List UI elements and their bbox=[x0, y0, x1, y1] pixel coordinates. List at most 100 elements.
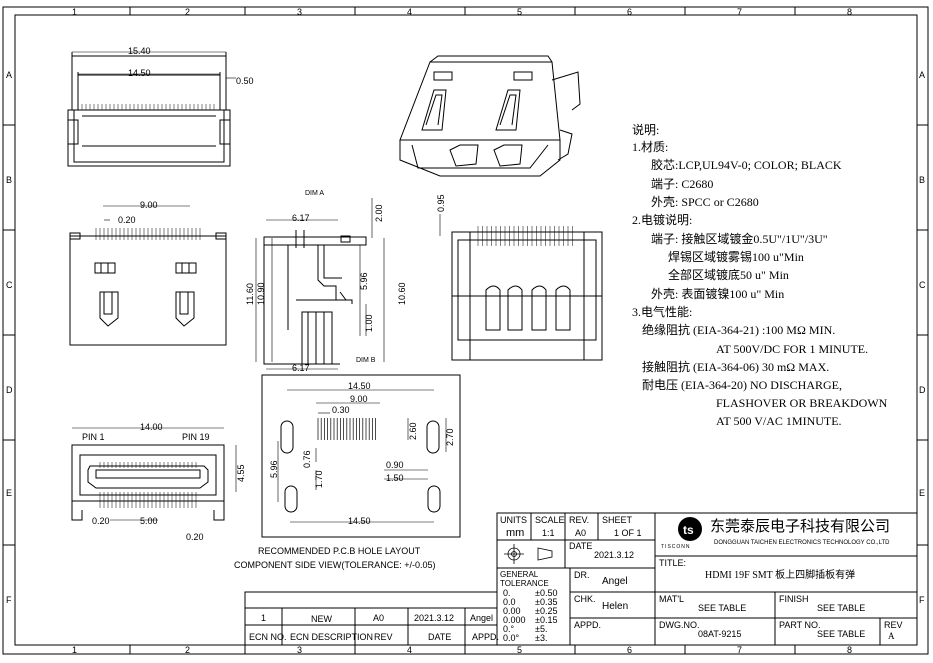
tolerance-row: 0.0±0.35 bbox=[503, 598, 557, 607]
partno-label: PART NO. bbox=[779, 620, 821, 630]
note-line: 3.电气性能: bbox=[632, 305, 693, 319]
title-value: HDMI 19F SMT 板上四脚插板有弹 bbox=[705, 570, 856, 581]
dim-label: 10.60 bbox=[397, 282, 407, 305]
dim-label: DIM A bbox=[305, 190, 325, 197]
revision-header-appd: APPD. bbox=[472, 632, 500, 642]
pin-label: PIN 19 bbox=[182, 432, 210, 442]
dim-label: 2.70 bbox=[445, 428, 455, 446]
dwg-label: DWG.NO. bbox=[659, 620, 700, 630]
dim-label: 1.00 bbox=[364, 314, 374, 332]
col-label: 6 bbox=[627, 645, 633, 655]
tolerance-value: ±3. bbox=[535, 633, 548, 643]
dim-label: 5.00 bbox=[140, 516, 158, 526]
note-line: 胶芯:LCP,UL94V-0; COLOR; BLACK bbox=[651, 158, 842, 172]
chk-label: CHK. bbox=[574, 594, 596, 604]
dim-label: 14.00 bbox=[140, 422, 163, 432]
tolerance-place: 0.000 bbox=[503, 615, 526, 625]
col-label: 6 bbox=[627, 7, 633, 17]
tolerance-row: 0.000±0.15 bbox=[503, 615, 557, 625]
sheet-label: SHEET bbox=[602, 515, 633, 525]
dim-label: 0.95 bbox=[436, 194, 446, 212]
row-label: E bbox=[6, 488, 13, 498]
row-label: F bbox=[919, 595, 925, 605]
company-name-cn: 东莞泰辰电子科技有限公司 bbox=[710, 518, 891, 535]
dim-label: 0.20 bbox=[118, 215, 136, 225]
col-label: 1 bbox=[72, 7, 78, 17]
dim-label: 6.17 bbox=[292, 363, 310, 373]
tolerance-value: ±0.50 bbox=[535, 588, 558, 598]
appd-label: APPD. bbox=[574, 620, 602, 630]
dim-label: 6.17 bbox=[292, 213, 310, 223]
note-line: AT 500V/DC FOR 1 MINUTE. bbox=[716, 342, 869, 356]
note-line: 全部区域镀底50 u" Min bbox=[668, 268, 789, 282]
revision-header-rev: REV bbox=[374, 632, 393, 642]
tolerance-value: ±5. bbox=[535, 624, 548, 634]
col-label: 7 bbox=[737, 645, 743, 655]
matl-value: SEE TABLE bbox=[698, 603, 747, 613]
note-line: 外壳: SPCC or C2680 bbox=[651, 195, 759, 209]
svg-text:ts: ts bbox=[683, 523, 694, 537]
scale-value: 1:1 bbox=[542, 528, 555, 538]
tolerance-row: 0.0°±3. bbox=[503, 634, 547, 643]
col-label: 3 bbox=[297, 645, 303, 655]
side-view bbox=[263, 230, 367, 365]
col-label: 7 bbox=[737, 7, 743, 17]
dim-label: 5.96 bbox=[359, 272, 369, 290]
note-line: 绝缘阻抗 (EIA-364-21) :100 MΩ MIN. bbox=[642, 323, 836, 337]
date-value: 2021.3.12 bbox=[594, 550, 635, 560]
pcb-caption-line2: COMPONENT SIDE VIEW(TOLERANCE: +/-0.05) bbox=[234, 560, 436, 570]
dimension-lines bbox=[72, 51, 447, 523]
front-view-pins bbox=[95, 228, 201, 240]
isometric-view bbox=[399, 55, 581, 177]
company-name-en: DONGGUAN TAICHEN ELECTRONICS TECHNOLOGY … bbox=[714, 540, 890, 546]
dim-label: 5.96 bbox=[269, 460, 279, 478]
tolerance-value: ±0.25 bbox=[535, 606, 558, 616]
note-line: 2.电镀说明: bbox=[632, 213, 693, 227]
row-label: A bbox=[6, 70, 13, 80]
revision-description: NEW bbox=[311, 614, 332, 624]
tolerance-place: 0.° bbox=[503, 624, 515, 634]
tolerance-row: 0.° ±5. bbox=[503, 624, 547, 634]
row-label: B bbox=[6, 175, 13, 185]
dim-label: 14.50 bbox=[348, 516, 371, 526]
revision-header-ecn-no: ECN NO. bbox=[249, 632, 287, 642]
dim-label: 9.00 bbox=[140, 200, 158, 210]
note-line: 端子: 接触区域镀金0.5U"/1U"/3U" bbox=[651, 232, 828, 246]
pin-label: PIN 1 bbox=[82, 432, 105, 442]
bottom-view bbox=[71, 444, 225, 521]
note-line: 耐电压 (EIA-364-20) NO DISCHARGE, bbox=[642, 378, 842, 392]
revision-rev: A0 bbox=[373, 613, 385, 623]
dim-label: 9.00 bbox=[350, 394, 368, 404]
rev2-label: REV bbox=[884, 620, 903, 630]
title-label: TITLE: bbox=[659, 558, 687, 568]
dim-label: 4.55 bbox=[236, 464, 246, 482]
chk-value: Helen bbox=[602, 601, 629, 612]
rev2-value: A bbox=[888, 631, 895, 641]
col-label: 4 bbox=[407, 7, 413, 17]
rev-label: REV. bbox=[569, 515, 590, 525]
pcb-pads bbox=[317, 418, 376, 440]
dim-label: 0.50 bbox=[236, 76, 254, 86]
note-line: FLASHOVER OR BREAKDOWN bbox=[716, 396, 888, 410]
back-view bbox=[451, 231, 603, 361]
revision-header-description: ECN DESCRIPTION bbox=[290, 632, 374, 642]
finish-value: SEE TABLE bbox=[817, 603, 866, 613]
tolerance-value: ±0.35 bbox=[535, 597, 558, 607]
col-label: 5 bbox=[517, 645, 523, 655]
revision-ecn-no: 1 bbox=[261, 613, 267, 623]
pcb-layout bbox=[261, 374, 461, 538]
dim-label: 0.20 bbox=[92, 516, 110, 526]
note-line: 端子: C2680 bbox=[651, 177, 714, 191]
col-label: 2 bbox=[185, 7, 191, 17]
tolerance-row: 0.±0.50 bbox=[503, 589, 557, 598]
row-label: D bbox=[919, 385, 926, 395]
units-label: UNITS bbox=[500, 515, 527, 525]
col-label: 4 bbox=[407, 645, 413, 655]
dim-label: 1.70 bbox=[314, 470, 324, 488]
dim-label: 14.50 bbox=[348, 381, 371, 391]
dim-label: 2.00 bbox=[374, 204, 384, 222]
back-view-pins bbox=[477, 226, 573, 246]
finish-label: FINISH bbox=[779, 594, 809, 604]
rev-value: A0 bbox=[575, 528, 587, 538]
